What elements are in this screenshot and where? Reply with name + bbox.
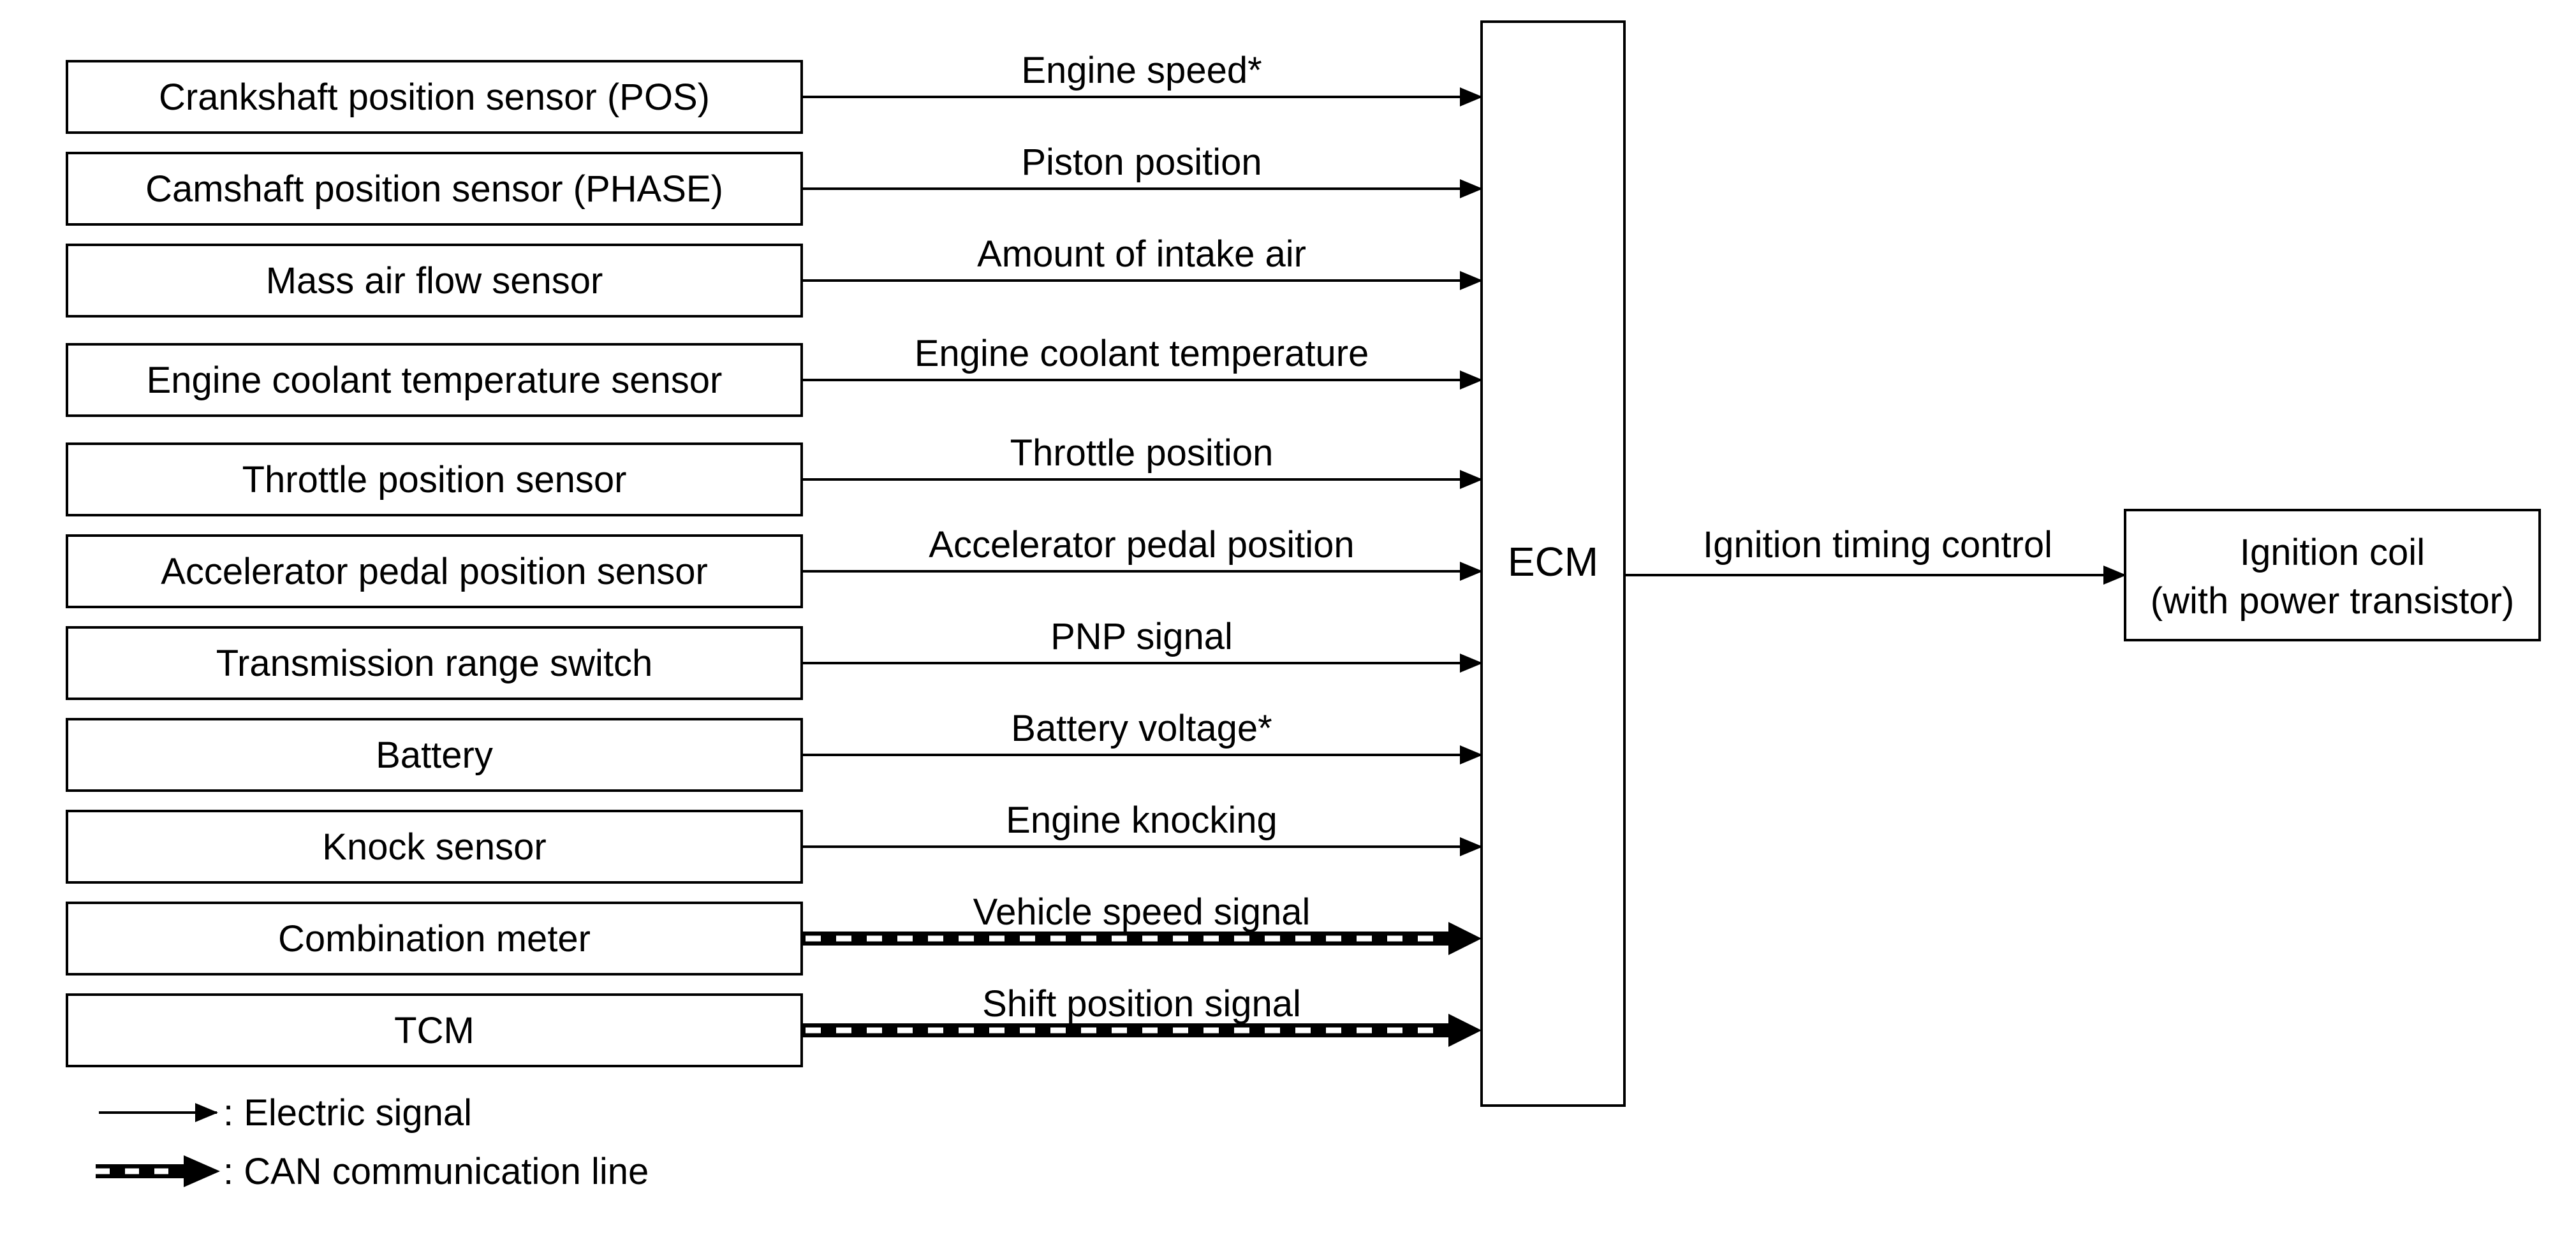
sensor-label: Throttle position sensor (242, 459, 627, 501)
input-row: Accelerator pedal position sensor Acceler… (66, 524, 1483, 608)
sensor-label: Accelerator pedal position sensor (161, 551, 708, 592)
sensor-block (66, 60, 803, 134)
input-blocks: Crankshaft position sensor (POS) Engine s… (66, 50, 1483, 1067)
signal-label: Battery voltage* (1011, 708, 1272, 749)
input-row: Camshaft position sensor (PHASE) Piston p… (66, 142, 1483, 226)
output-signal-label: Ignition timing control (1703, 524, 2052, 566)
ecm-label: ECM (1508, 539, 1598, 585)
signal-label: PNP signal (1050, 616, 1233, 657)
signal-label: Throttle position (1010, 432, 1274, 474)
signal-label: Engine knocking (1006, 800, 1277, 841)
legend: : Electric signal : CAN communication li… (96, 1092, 649, 1192)
input-row: Engine coolant temperature sensor Engine … (66, 333, 1483, 417)
sensor-block (66, 244, 803, 318)
sensor-label: Transmission range switch (216, 643, 652, 684)
input-row: Combination meter Vehicle speed signal (66, 891, 1482, 976)
input-row: Throttle position sensor Throttle positio… (66, 432, 1483, 516)
input-row: Battery Battery voltage* (66, 708, 1483, 792)
sensor-block (66, 626, 803, 700)
sensor-label: TCM (394, 1010, 475, 1051)
signal-label: Piston position (1021, 142, 1262, 183)
signal-label: Accelerator pedal position (929, 524, 1354, 566)
signal-label: Vehicle speed signal (973, 891, 1311, 933)
sensor-label: Engine coolant temperature sensor (147, 360, 723, 401)
legend-electric-label: : Electric signal (223, 1092, 472, 1134)
sensor-label: Knock sensor (322, 826, 546, 868)
signal-label: Amount of intake air (977, 233, 1306, 275)
ignition-coil-block (2124, 509, 2541, 641)
sensor-block (66, 993, 803, 1067)
sensor-block (66, 902, 803, 976)
legend-can-label: : CAN communication line (223, 1151, 649, 1192)
input-row: Knock sensor Engine knocking (66, 800, 1483, 884)
sensor-block (66, 810, 803, 884)
ignition-coil-label: Ignition coil (2240, 532, 2425, 573)
input-row: TCM Shift position signal (66, 983, 1482, 1067)
signal-label: Engine speed* (1021, 50, 1262, 91)
sensor-label: Camshaft position sensor (PHASE) (145, 168, 723, 210)
sensor-label: Crankshaft position sensor (POS) (159, 77, 710, 118)
input-row: Crankshaft position sensor (POS) Engine s… (66, 50, 1483, 134)
sensor-block (66, 442, 803, 516)
input-row: Mass air flow sensor Amount of intake air (66, 233, 1483, 318)
can-arrowhead (1448, 1014, 1482, 1047)
sensor-label: Combination meter (278, 918, 591, 960)
sensor-block (66, 343, 803, 417)
input-row: Transmission range switch PNP signal (66, 616, 1483, 700)
sensor-label: Battery (376, 734, 493, 776)
sensor-block (66, 152, 803, 226)
can-arrowhead (1448, 922, 1482, 955)
signal-label: Engine coolant temperature (915, 333, 1369, 374)
signal-label: Shift position signal (982, 983, 1301, 1025)
ignition-coil-sublabel: (with power transistor) (2151, 580, 2514, 622)
ecm-block (1480, 20, 1626, 1107)
sensor-label: Mass air flow sensor (266, 260, 603, 302)
